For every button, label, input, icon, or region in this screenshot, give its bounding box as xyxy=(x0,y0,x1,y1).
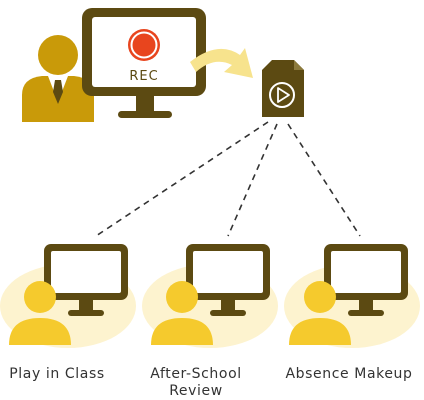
student-station-1 xyxy=(0,244,136,348)
student-label-after-school-review: After-School Review xyxy=(136,366,256,400)
rec-label: REC xyxy=(129,69,158,84)
presenter-person-icon xyxy=(22,35,94,122)
student-station-3 xyxy=(284,244,420,348)
video-file-icon xyxy=(262,60,304,117)
student-monitor-icon xyxy=(186,244,270,316)
student-person-icon xyxy=(151,281,213,345)
distribution-line-1 xyxy=(95,121,269,237)
recording-monitor-icon xyxy=(82,8,206,118)
curved-arrow-icon xyxy=(190,48,253,78)
distribution-line-2 xyxy=(227,123,278,237)
presenter-group: REC xyxy=(22,8,206,122)
student-person-icon xyxy=(9,281,71,345)
student-monitor-icon xyxy=(44,244,128,316)
student-label-line: Review xyxy=(169,383,223,399)
student-label-line: Absence Makeup xyxy=(285,366,413,382)
record-icon xyxy=(128,29,160,61)
student-person-icon xyxy=(289,281,351,345)
student-label-play-in-class: Play in Class xyxy=(0,366,114,383)
student-label-absence-makeup: Absence Makeup xyxy=(276,366,422,383)
student-label-line: Play in Class xyxy=(9,366,105,382)
student-station-2 xyxy=(142,244,278,348)
play-icon xyxy=(269,82,295,108)
student-label-line: After-School xyxy=(150,366,242,382)
distribution-lines xyxy=(95,121,361,237)
student-monitor-icon xyxy=(324,244,408,316)
distribution-line-3 xyxy=(287,123,361,237)
